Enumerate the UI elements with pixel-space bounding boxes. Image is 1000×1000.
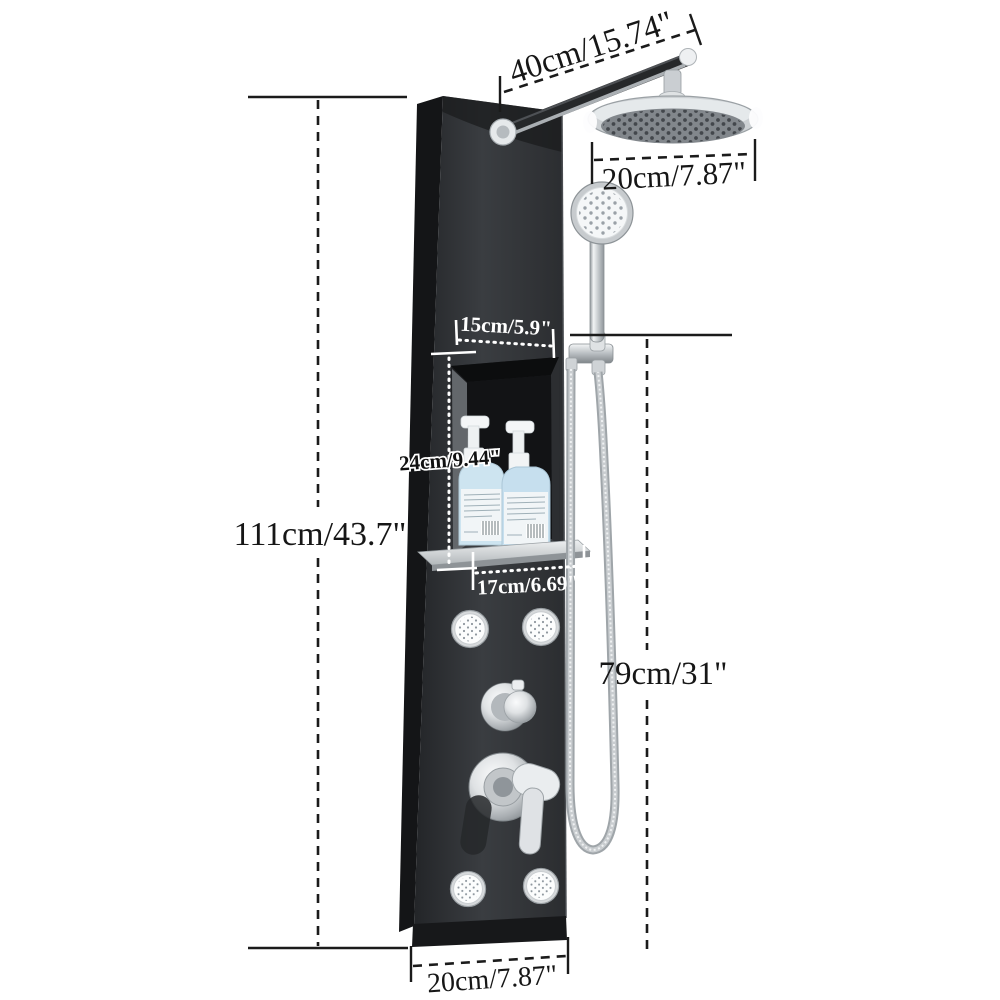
hand-shower-holder [565,330,614,376]
rim-highlight-right [749,107,763,129]
hand-shower [570,181,634,343]
diverter-knob [480,679,537,732]
dim-label-niche-width: 15cm/5.9" [460,312,553,341]
soap-bottles [458,415,551,549]
body-jet [450,609,490,649]
body-jet [521,607,561,647]
dim-hose-drop: 79cm/31" [570,333,732,950]
mixer-valve [460,752,561,855]
barcode [481,521,500,535]
hand-shower-handle [589,235,605,343]
panel-side-face [399,96,443,932]
shower-arm [489,48,697,146]
shower-hose [565,368,620,855]
lever-shadow [460,795,492,855]
niche-top-jamb [451,357,559,382]
glass-shelf [417,539,591,571]
dim-shelf-width: 17cm/6.69" [471,545,586,600]
panel-edge-highlight [561,112,567,919]
niche-right-jamb [551,357,560,547]
dim-label-shelf-width: 17cm/6.69" [476,570,579,599]
diverter-handle [503,690,537,724]
dim-label-rain-head-width: 20cm/7.87" [601,154,747,197]
barcode [526,524,545,538]
arm-end-cap [679,48,697,66]
dim-label-panel-height: 111cm/43.7" [234,516,407,553]
panel-base [412,916,567,947]
shelf-edge [432,551,590,571]
body-jet [522,867,560,905]
pump-stem [512,430,525,456]
label-text-lines [506,496,546,536]
dim-rain-head-width: 20cm/7.87" [590,139,757,197]
hand-shower-face [579,190,625,236]
rim-highlight-left [583,111,597,133]
label-text-lines [463,493,501,533]
rain-shower-head [583,69,763,144]
dim-panel-height: 111cm/43.7" [234,95,408,950]
dim-label-panel-width: 20cm/7.87" [426,959,558,999]
soap-bottle-right [501,420,551,549]
body-jet [449,870,487,908]
diverter-pin [511,679,525,691]
soap-bottle-left [458,415,505,546]
dim-panel-width: 20cm/7.87" [409,937,570,1000]
mixer-lever-arm [518,787,545,855]
dim-niche-width: 15cm/5.9" [454,312,556,359]
dim-label-hose-drop: 79cm/31" [599,656,728,692]
